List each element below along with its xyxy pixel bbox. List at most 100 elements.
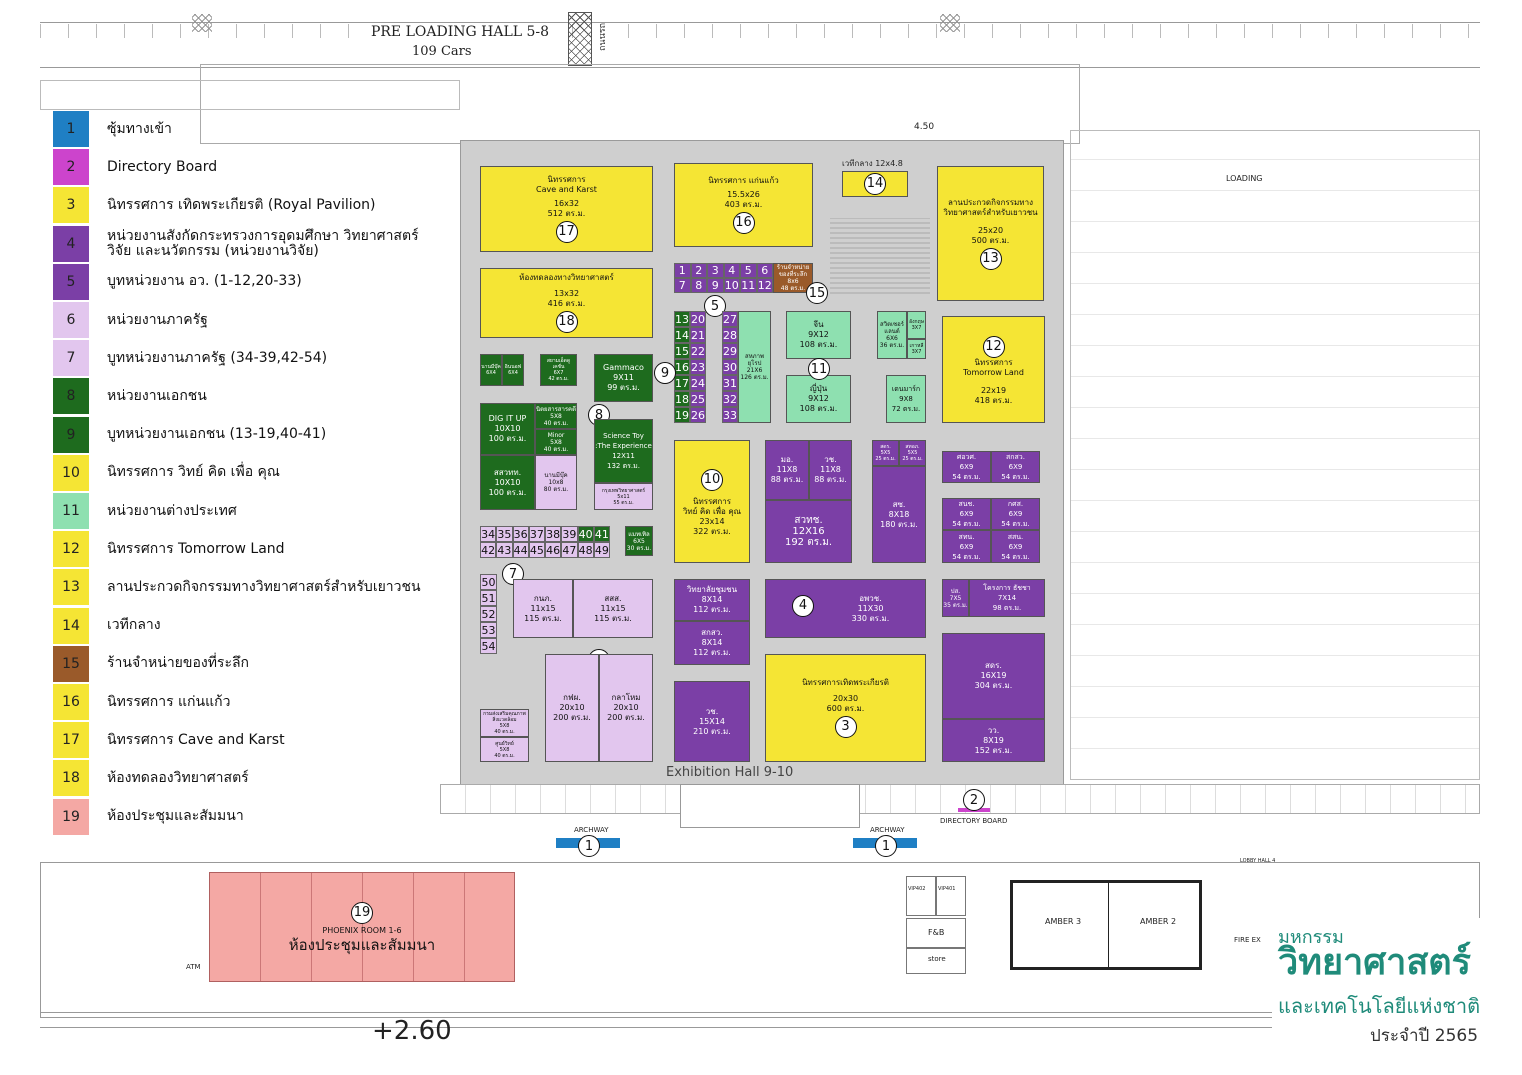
zone-dig-it-up[interactable]: DIG IT UP 10X10 100 ตร.ม. [480, 403, 535, 455]
booth-54[interactable]: 54 [480, 638, 497, 654]
zone-uk[interactable]: อังกฤษ 3X7 [907, 311, 926, 339]
zone-science-center[interactable]: ศูนย์วิทย์ 5X8 40 ตร.ม. [480, 737, 529, 762]
zone-science-toy[interactable]: Science Toy :The Experience 12X11 132 ตร… [594, 419, 653, 483]
zone-minor[interactable]: Minor 5X8 40 ตร.ม. [535, 429, 577, 455]
zone-14-center-stage[interactable]: 14 [842, 171, 908, 197]
booth-22[interactable]: 22 [690, 343, 706, 359]
booth-19[interactable]: 19 [674, 407, 690, 423]
booth-20[interactable]: 20 [690, 311, 706, 327]
zone-ssm[interactable]: สสน. 6X9 54 ตร.ม. [991, 530, 1040, 563]
booth-36[interactable]: 36 [512, 526, 529, 542]
zone-sarakadee[interactable]: นิตยสารสารคดี 5X8 40 ตร.ม. [535, 403, 577, 429]
zone-wc-1[interactable]: วช. 11X8 88 ตร.ม. [809, 440, 852, 500]
zone-china[interactable]: จีน 9X12 108 ตร.ม. [786, 311, 851, 359]
zone-4-nsm[interactable]: 4 อพวช. 11X30 330 ตร.ม. [765, 579, 926, 638]
zone-10-science-for-you[interactable]: 10 นิทรรศการ วิทย์ คิด เพื่อ คุณ 23x14 3… [674, 440, 750, 563]
booth-45[interactable]: 45 [528, 542, 545, 558]
zone-mor[interactable]: มอ. 11X8 88 ตร.ม. [765, 440, 809, 500]
booth-17[interactable]: 17 [674, 375, 690, 391]
booth-4[interactable]: 4 [723, 263, 740, 278]
booth-50[interactable]: 50 [480, 574, 497, 590]
zone-18-science-lab[interactable]: ห้องทดลองทางวิทยาศาสตร์ 13x32 416 ตร.ม. … [480, 268, 653, 338]
zone-sakor[interactable]: สกสว. 6X9 54 ตร.ม. [991, 451, 1040, 483]
booth-1[interactable]: 1 [674, 263, 691, 278]
zone-community-college[interactable]: วิทยาลัยชุมชน 8X14 112 ตร.ม. [674, 579, 750, 621]
booth-35[interactable]: 35 [496, 526, 513, 542]
zone-japan[interactable]: ญี่ปุ่น 9X12 108 ตร.ม. [786, 375, 851, 423]
booth-21[interactable]: 21 [690, 327, 706, 343]
booth-12[interactable]: 12 [756, 278, 773, 293]
zone-egat[interactable]: กฟผ. 20x10 200 ตร.ม. [545, 654, 599, 762]
booth-27[interactable]: 27 [722, 311, 738, 327]
zone-sss[interactable]: สสส. 11x15 115 ตร.ม. [573, 579, 653, 638]
booth-15[interactable]: 15 [674, 343, 690, 359]
zone-mattel[interactable]: แมทเทิล 6X5 30 ตร.ม. [625, 526, 653, 556]
booth-52[interactable]: 52 [480, 606, 497, 622]
zone-ssch[interactable]: สซ. 8X18 180 ตร.ม. [872, 466, 926, 563]
booth-29[interactable]: 29 [722, 343, 738, 359]
booth-6[interactable]: 6 [756, 263, 773, 278]
zone-sswtt[interactable]: สสวทท. 10X10 100 ตร.ม. [480, 455, 535, 510]
booth-26[interactable]: 26 [690, 407, 706, 423]
booth-47[interactable]: 47 [561, 542, 578, 558]
zone-env-quality[interactable]: กรมส่งเสริมคุณภาพสิ่งแวดล้อม 5X8 40 ตร.ม… [480, 709, 529, 737]
zone-kms[interactable]: กศส. 6X9 54 ตร.ม. [991, 498, 1040, 530]
zone-gammaco[interactable]: Gammaco 9X11 99 ตร.ม. [594, 354, 653, 402]
zone-defense[interactable]: กลาโหม 20x10 200 ตร.ม. [599, 654, 653, 762]
booth-46[interactable]: 46 [545, 542, 562, 558]
zone-oap[interactable]: ปส. 7X5 35 ตร.ม. [942, 579, 969, 617]
booth-43[interactable]: 43 [496, 542, 513, 558]
booth-9[interactable]: 9 [707, 278, 724, 293]
booth-41[interactable]: 41 [593, 526, 610, 542]
zone-gistda[interactable]: สทอภ. 5X5 25 ตร.ม. [899, 440, 926, 466]
booth-49[interactable]: 49 [593, 542, 610, 558]
booth-7[interactable]: 7 [674, 278, 691, 293]
zone-eu[interactable]: สหภาพยุโรป 21X6 126 ตร.ม. [738, 311, 771, 423]
zone-korea[interactable]: เกาหลี 3X7 [907, 339, 926, 359]
booth-8[interactable]: 8 [690, 278, 707, 293]
zone-innof[interactable]: อินนอฟ 6X4 [502, 354, 524, 386]
booth-30[interactable]: 30 [722, 359, 738, 375]
zone-denmark[interactable]: เดนมาร์ก 9X8 72 ตร.ม. [886, 375, 926, 423]
booth-34[interactable]: 34 [480, 526, 497, 542]
zone-narit-small[interactable]: สดร. 5X5 25 ตร.ม. [872, 440, 899, 466]
zone-nanmee[interactable]: นานมีบุ๊ค 6X4 [480, 354, 502, 386]
booth-37[interactable]: 37 [528, 526, 545, 542]
zone-16-kaenkaew[interactable]: นิทรรศการ แก่นแก้ว 15.5x26 403 ตร.ม. 16 [674, 163, 813, 247]
zone-nrct[interactable]: วช. 15X14 210 ตร.ม. [674, 681, 750, 762]
zone-thatcha[interactable]: โครงการ ธัชชา 7X14 98 ตร.ม. [969, 579, 1045, 617]
booth-23[interactable]: 23 [690, 359, 706, 375]
zone-tsri[interactable]: สกสว. 8X14 112 ตร.ม. [674, 621, 750, 665]
booth-48[interactable]: 48 [577, 542, 594, 558]
booth-5[interactable]: 5 [740, 263, 757, 278]
zone-nanmee-books[interactable]: นานมีบุ๊ค 10x8 80 ตร.ม. [535, 455, 577, 510]
booth-13[interactable]: 13 [674, 311, 690, 327]
booth-25[interactable]: 25 [690, 391, 706, 407]
booth-11[interactable]: 11 [740, 278, 757, 293]
booth-32[interactable]: 32 [722, 391, 738, 407]
booth-2[interactable]: 2 [690, 263, 707, 278]
zone-bangkok-science[interactable]: กรุงเทพวิทยาศาสตร์ 5x11 55 ตร.ม. [594, 483, 653, 510]
zone-nstda[interactable]: สวทช. 12X16 192 ตร.ม. [765, 500, 852, 563]
zone-korsor[interactable]: ศอวศ. 6X9 54 ตร.ม. [942, 451, 991, 483]
booth-18[interactable]: 18 [674, 391, 690, 407]
zone-3-royal-pavilion[interactable]: นิทรรศการเทิดพระเกียรติ 20x30 600 ตร.ม. … [765, 654, 926, 762]
booth-38[interactable]: 38 [545, 526, 562, 542]
booth-16[interactable]: 16 [674, 359, 690, 375]
booth-24[interactable]: 24 [690, 375, 706, 391]
zone-stm[interactable]: สทน. 6X9 54 ตร.ม. [942, 530, 991, 563]
zone-siam-edu[interactable]: สยามเอ็ดดูเคชั่น 6X7 42 ตร.ม. [540, 354, 577, 386]
booth-40[interactable]: 40 [577, 526, 594, 542]
zone-switzerland[interactable]: สวิตเซอร์แลนด์ 6X6 36 ตร.ม. [877, 311, 907, 359]
zone-13-youth-contest[interactable]: ลานประกวดกิจกรรมทาง วิทยาศาสตร์สำหรับเยา… [937, 166, 1044, 301]
booth-33[interactable]: 33 [722, 407, 738, 423]
zone-tistr[interactable]: วว. 8X19 152 ตร.ม. [942, 719, 1045, 762]
booth-44[interactable]: 44 [512, 542, 529, 558]
zone-17-cave-karst[interactable]: นิทรรศการ Cave and Karst 16x32 512 ตร.ม.… [480, 166, 653, 252]
booth-3[interactable]: 3 [707, 263, 724, 278]
booth-14[interactable]: 14 [674, 327, 690, 343]
zone-narit[interactable]: สดร. 16X19 304 ตร.ม. [942, 633, 1045, 719]
booth-42[interactable]: 42 [480, 542, 497, 558]
booth-31[interactable]: 31 [722, 375, 738, 391]
zone-kpt[interactable]: กนภ. 11x15 115 ตร.ม. [513, 579, 573, 638]
